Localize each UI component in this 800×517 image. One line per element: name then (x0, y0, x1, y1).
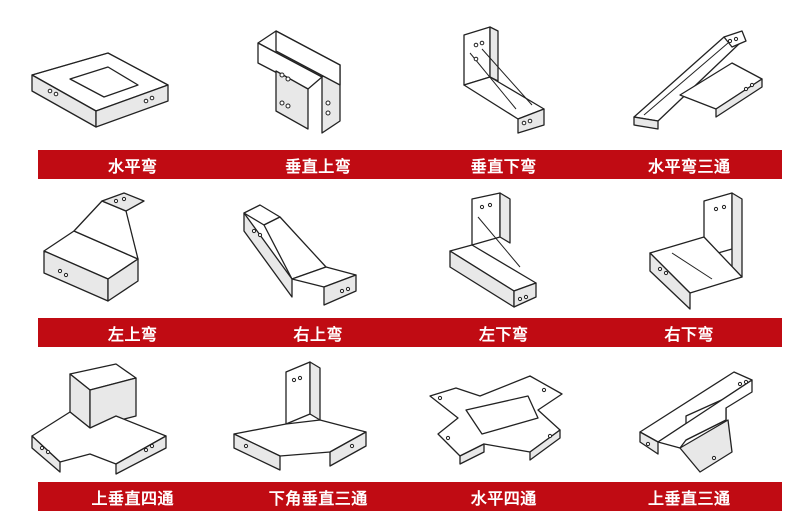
label-vertical-up-elbow: 垂直上弯 (285, 156, 352, 176)
label-left-up-elbow: 左上弯 (107, 324, 158, 344)
vertical-down-elbow-icon (463, 26, 545, 134)
label-vertical-down-elbow: 垂直下弯 (470, 156, 537, 176)
down-corner-vertical-tee-icon (233, 360, 367, 471)
label-horizontal-tee: 水平弯三通 (647, 156, 731, 176)
label-right-up-elbow: 右上弯 (293, 324, 343, 344)
item-horizontal-elbow[interactable] (0, 0, 200, 150)
label-band-row-2: 左上弯 右上弯 左下弯 右下弯 (38, 318, 782, 347)
row-1: 水平弯 垂直上弯 垂直下弯 水平弯三通 (0, 0, 800, 180)
label-band-row-1: 水平弯 垂直上弯 垂直下弯 水平弯三通 (38, 150, 782, 179)
item-horizontal-tee[interactable] (600, 0, 800, 150)
row-3: 上垂直四通 下角垂直三通 水平四通 上垂直三通 (0, 345, 800, 517)
label-horizontal-elbow: 水平弯 (107, 156, 158, 176)
item-right-up-elbow[interactable] (200, 180, 400, 318)
label-down-corner-vertical-tee: 下角垂直三通 (268, 488, 368, 508)
label-left-down-elbow: 左下弯 (478, 324, 529, 344)
vertical-up-elbow-icon (257, 30, 341, 134)
item-left-down-elbow[interactable] (400, 180, 600, 318)
item-right-down-elbow[interactable] (600, 180, 800, 318)
label-horizontal-cross: 水平四通 (470, 488, 537, 508)
item-vertical-down-elbow[interactable] (400, 0, 600, 150)
row-2: 左上弯 右上弯 左下弯 右下弯 (0, 180, 800, 347)
item-horizontal-cross[interactable] (400, 345, 600, 482)
label-up-vertical-tee: 上垂直三通 (647, 488, 731, 508)
item-up-vertical-cross[interactable] (0, 345, 200, 482)
left-down-elbow-icon (449, 192, 537, 308)
item-down-corner-vertical-tee[interactable] (200, 345, 400, 482)
horizontal-cross-icon (429, 374, 563, 465)
item-left-up-elbow[interactable] (0, 180, 200, 318)
up-vertical-cross-icon (31, 362, 167, 475)
label-band-row-3: 上垂直四通 下角垂直三通 水平四通 上垂直三通 (38, 482, 782, 511)
item-up-vertical-tee[interactable] (600, 345, 800, 482)
horizontal-elbow-icon (31, 52, 169, 128)
label-up-vertical-cross: 上垂直四通 (91, 488, 174, 508)
label-right-down-elbow: 右下弯 (664, 324, 714, 344)
right-down-elbow-icon (649, 192, 743, 310)
up-vertical-tee-icon (639, 370, 753, 473)
item-vertical-up-elbow[interactable] (200, 0, 400, 150)
horizontal-tee-icon (633, 30, 763, 130)
left-up-elbow-icon (43, 192, 145, 302)
right-up-elbow-icon (243, 204, 357, 306)
